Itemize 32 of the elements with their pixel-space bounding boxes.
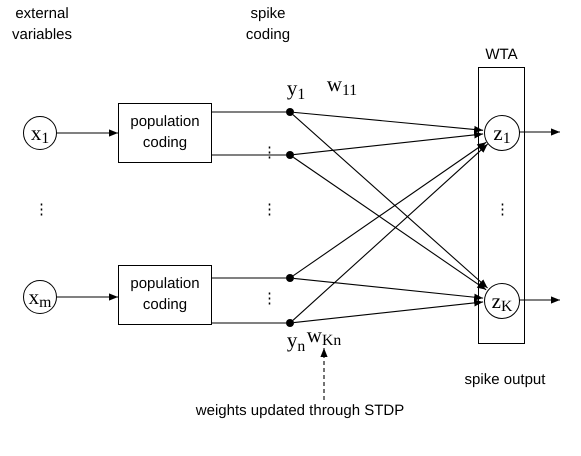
axis-heading: external variables (10, 4, 74, 45)
ellipsis-text: ⋮ (34, 200, 46, 220)
arrow (294, 278, 484, 301)
ellipsis-text: ⋮ (262, 289, 274, 309)
connector-line (212, 111, 286, 113)
arrow (294, 112, 484, 134)
connector-line (212, 154, 286, 156)
group-heading: WTA (485, 45, 518, 65)
arrow (294, 299, 484, 324)
ellipsis-text: ⋮ (495, 200, 507, 220)
axis-heading: spike coding (244, 4, 292, 45)
dashed-arrow (320, 348, 328, 400)
process-box: population coding (118, 265, 212, 325)
annotation-text: weights updated through STDP (150, 400, 450, 422)
variable-label: y$_{n}$ (286, 330, 306, 351)
connector-line (212, 277, 286, 279)
axis-heading: spike output (464, 370, 546, 390)
arrow (519, 296, 560, 304)
weight-label: w$_{11}$ (326, 74, 358, 95)
variable-label: y$_{1}$ (286, 78, 306, 99)
arrow (294, 131, 484, 156)
arrow (292, 144, 488, 321)
arrow (57, 293, 118, 301)
process-box: population coding (118, 103, 212, 163)
ellipsis-text: ⋮ (262, 200, 274, 220)
arrow (519, 128, 560, 136)
arrow (292, 156, 486, 290)
arrow (292, 142, 487, 276)
ellipsis-text: ⋮ (262, 143, 274, 163)
arrow (292, 114, 488, 288)
arrow (57, 129, 118, 137)
connector-line (212, 322, 286, 324)
